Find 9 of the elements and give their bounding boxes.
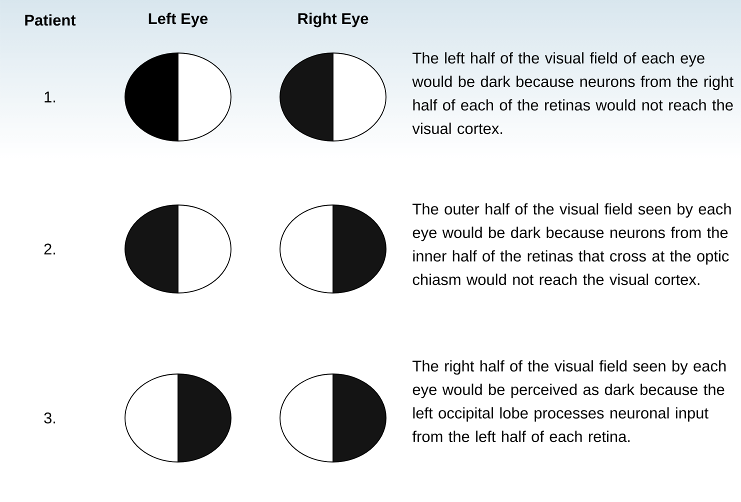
column-header: Right Eye xyxy=(298,12,368,28)
column-header: Patient xyxy=(25,14,76,26)
description-text: The outer half of the visual field seen by each eye would be dark because neurons from the inner half of the retinas that cross at the optic chiasm would not reach the visual cortex. xyxy=(412,203,731,286)
patient-number: 2. xyxy=(44,244,56,254)
column-header: Left Eye xyxy=(148,12,208,28)
description-text: The right half of the visual field seen by each eye would be perceived as dark because the left occipital lobe processes neuronal input from the left half of each retina. xyxy=(412,360,726,442)
description-text: The left half of the visual field of each eye would be dark because neurons from the right half of each of the retinas would not reach the visual cortex. xyxy=(412,52,734,134)
patient-number: 1. xyxy=(44,92,56,102)
patient-number: 3. xyxy=(44,412,56,424)
